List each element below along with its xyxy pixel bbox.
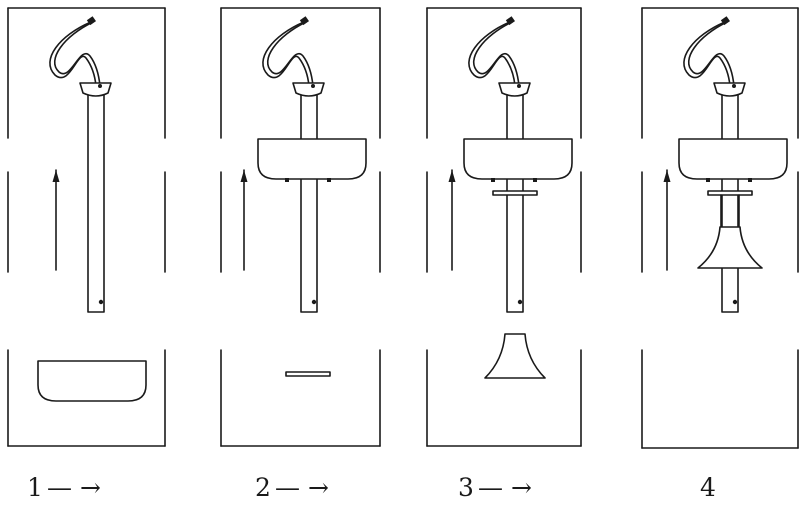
step-1-rod-hole (98, 299, 104, 305)
step-4-caption: 4 (700, 473, 716, 502)
step-4-wire (683, 15, 735, 87)
step-3-bell-cover-part (484, 333, 546, 379)
step-2-caption: 2 — → (255, 473, 329, 502)
step-1-arrow-icon: — → (47, 473, 101, 502)
step-2-downrod (300, 92, 318, 313)
step-2-wire (262, 15, 314, 87)
step-2-canopy-on-rod (257, 138, 367, 180)
step-2-up-arrow-icon (239, 169, 249, 271)
step-3-washer-on-rod (492, 190, 538, 196)
step-3-caption: 3 — → (458, 473, 532, 502)
step-1-up-arrow-icon (51, 169, 61, 271)
step-4-downrod (721, 92, 739, 313)
step-4-canopy-on-rod (678, 138, 788, 180)
step-3-downrod (506, 92, 524, 313)
step-3-canopy-on-rod (463, 138, 573, 180)
step-1-number: 1 (27, 473, 43, 502)
step-4-panel (641, 7, 799, 449)
step-1-caption: 1 — → (27, 473, 101, 502)
step-1-canopy-part (37, 360, 147, 402)
step-3-up-arrow-icon (447, 169, 457, 271)
step-3-arrow-icon: — → (478, 473, 532, 502)
step-4-rod-sleeve (720, 194, 740, 231)
step-2-arrow-icon: — → (275, 473, 329, 502)
step-1-downrod (87, 92, 105, 313)
step-1-wire (49, 15, 101, 87)
step-1-panel (7, 7, 166, 447)
step-3-number: 3 (458, 473, 474, 502)
step-2-panel (220, 7, 381, 447)
step-1-rod-cap (79, 82, 112, 97)
step-4-washer-on-rod (707, 190, 753, 196)
step-3-wire (468, 15, 520, 87)
step-4-up-arrow-icon (662, 169, 672, 271)
step-4-number: 4 (700, 473, 716, 502)
step-2-number: 2 (255, 473, 271, 502)
step-3-panel (426, 7, 582, 447)
step-2-washer-part (285, 371, 331, 377)
step-4-bell-cover-on-rod (697, 226, 763, 269)
